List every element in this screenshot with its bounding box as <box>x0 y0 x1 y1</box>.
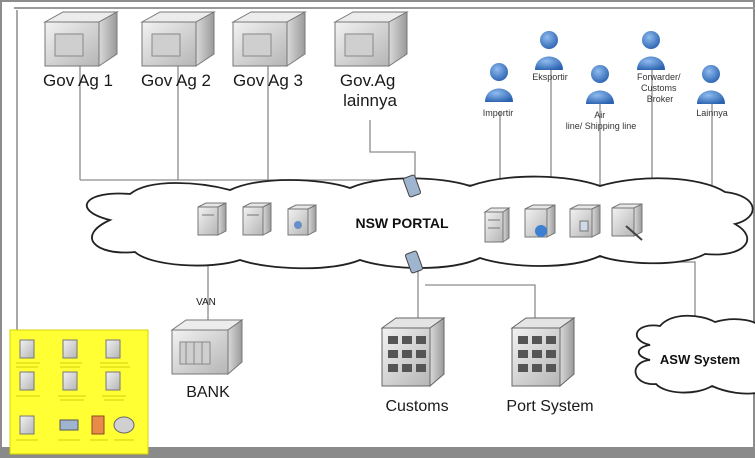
nsw-portal-label: NSW PORTAL <box>355 215 449 231</box>
server-icon <box>242 202 272 236</box>
user-label: Lainnya <box>696 108 728 118</box>
building-icon <box>43 11 119 67</box>
customs-building-icon <box>380 317 446 388</box>
building-icon <box>231 11 307 67</box>
server-icon <box>197 202 227 236</box>
legend-icons <box>19 339 135 435</box>
legend-caption-lines <box>16 362 134 441</box>
person-icon <box>485 63 513 102</box>
asw-system-label: ASW System <box>660 352 740 367</box>
bank-building-icon <box>170 319 244 376</box>
secure-server-icon <box>287 204 317 236</box>
database-server-icon <box>483 207 511 243</box>
agency-label: Gov Ag 1 <box>43 71 113 90</box>
portal-servers <box>197 202 643 243</box>
user-label: Air line/ Shipping line <box>566 110 637 131</box>
person-icon <box>535 31 563 70</box>
bottom-bar <box>0 447 755 458</box>
user-label: Eksportir <box>532 72 568 82</box>
agency-label: Gov Ag 3 <box>233 71 303 90</box>
agency-label: Gov.Ag lainnya <box>340 71 400 110</box>
user-label-line: Customs <box>641 83 677 93</box>
port-system-building-icon <box>510 317 576 388</box>
customs-label: Customs <box>385 398 448 415</box>
bank-label: BANK <box>186 384 230 401</box>
building-icon <box>333 11 409 67</box>
web-server-icon <box>524 204 556 238</box>
person-icon <box>697 65 725 104</box>
agency-label-line: Gov.Ag <box>340 71 395 90</box>
van-label: VAN <box>196 297 216 308</box>
legend-box <box>9 329 149 455</box>
person-icon <box>586 65 614 104</box>
nsw-portal-cloud <box>86 175 754 270</box>
user-icons <box>485 31 725 104</box>
user-label-line: Air <box>594 110 605 120</box>
person-icon <box>637 31 665 70</box>
gov-agency-buildings <box>43 11 409 67</box>
gateway-server-icon <box>611 203 643 241</box>
user-label: Importir <box>483 108 514 118</box>
agency-label-line: lainnya <box>343 91 397 110</box>
building-icon <box>140 11 216 67</box>
server-icon <box>569 204 601 238</box>
agency-label: Gov Ag 2 <box>141 71 211 90</box>
asw-system-cloud <box>634 314 755 395</box>
user-label-line: Broker <box>647 94 674 104</box>
user-label-line: line/ Shipping line <box>566 121 637 131</box>
port-system-label: Port System <box>506 398 593 415</box>
user-label-line: Forwarder/ <box>637 72 681 82</box>
user-label: Forwarder/ Customs Broker <box>637 72 683 104</box>
link-device-icon <box>403 174 423 274</box>
